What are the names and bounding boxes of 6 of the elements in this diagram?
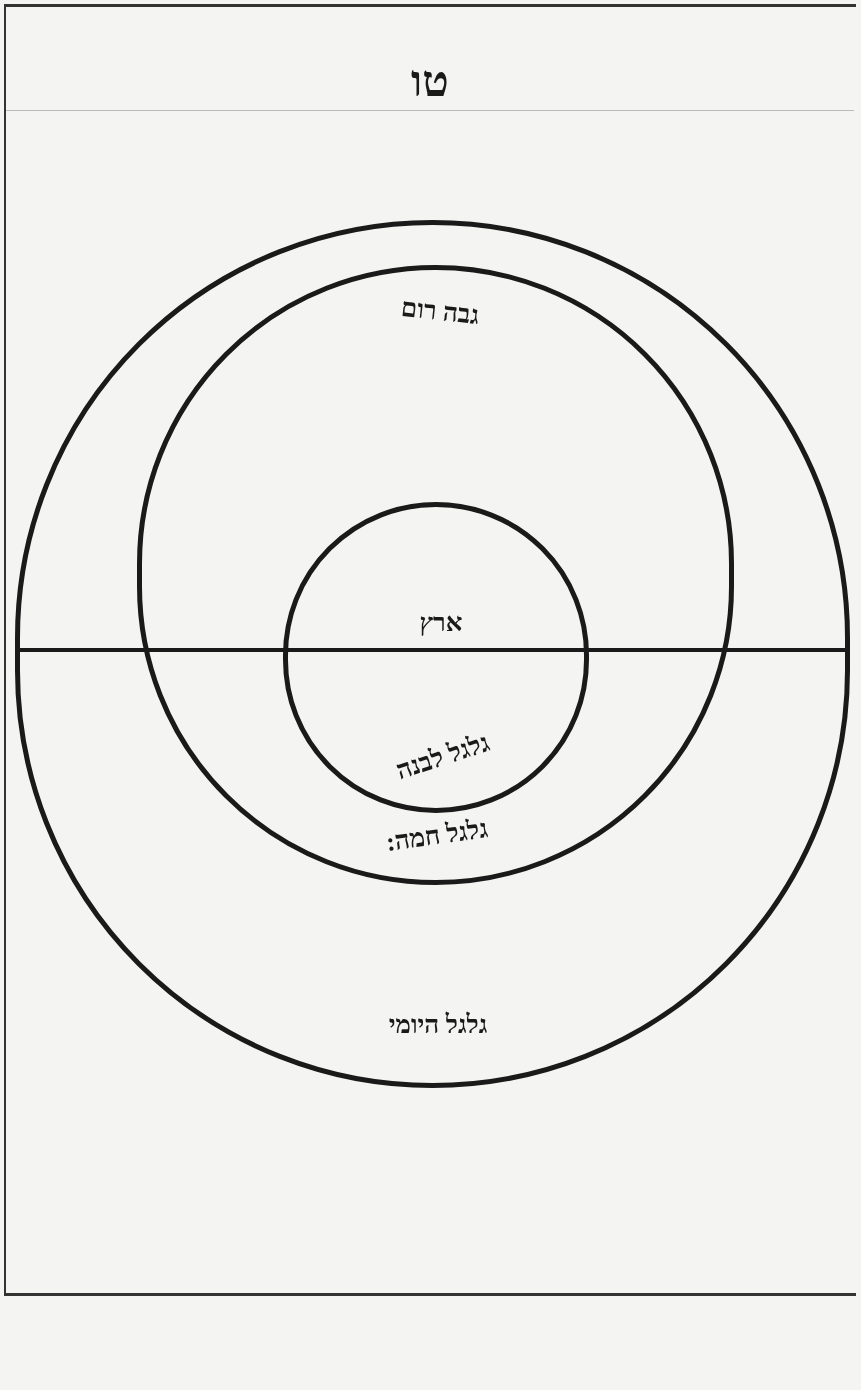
orbit-label: גלגל חמה: [384,816,490,856]
orbit-label: ארץ [419,610,463,636]
orbit-label: גבה רום [399,295,481,329]
orbit-label: גלגל היומי [388,1012,488,1038]
orbit-label: גלגל לבנה [393,729,493,785]
page-number: טו [411,60,449,104]
